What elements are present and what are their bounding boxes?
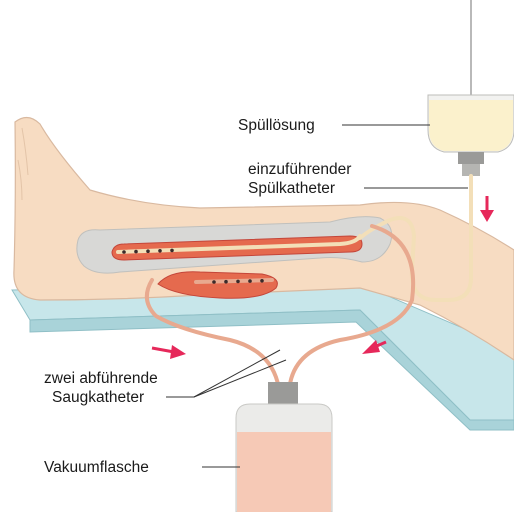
- bag-cap: [458, 152, 484, 164]
- bottle-cap: [268, 382, 298, 404]
- arrow-right-icon: [152, 345, 186, 359]
- rinse-bag: [428, 95, 514, 176]
- label-suction-catheters-line2: Saugkatheter: [52, 388, 144, 407]
- vacuum-bottle: [236, 382, 332, 512]
- label-vacuum-bottle: Vakuumflasche: [44, 458, 149, 477]
- label-irrigation-catheter-line2: Spülkatheter: [248, 179, 335, 198]
- bag-fluid: [429, 100, 513, 151]
- label-irrigation-catheter-line1: einzuführender: [248, 160, 351, 179]
- bottle-fluid: [237, 432, 331, 512]
- label-suction-catheters-line1: zwei abführende: [44, 369, 158, 388]
- label-rinse-solution: Spüllösung: [238, 116, 315, 135]
- arrow-down-icon: [480, 196, 494, 222]
